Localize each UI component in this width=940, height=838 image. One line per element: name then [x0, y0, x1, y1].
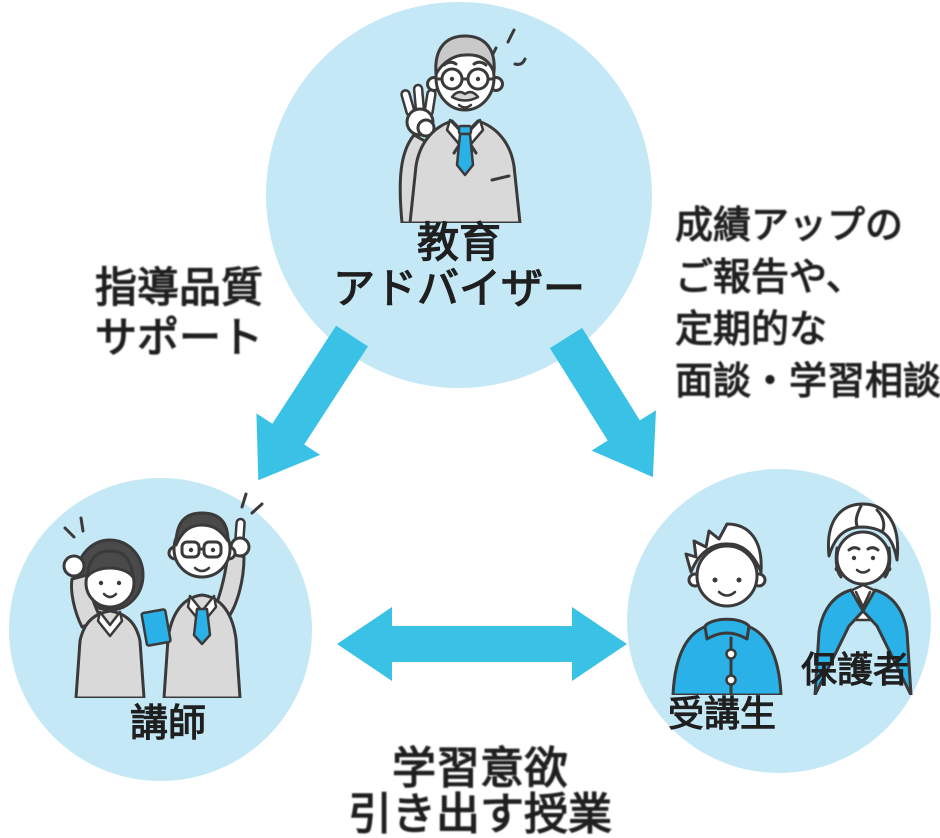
- instructor-node-circle: 講師: [9, 478, 312, 781]
- advisor-head: [426, 34, 504, 112]
- edge-label-reports-consultation: 成績アップの ご報告や、 定期的な 面談・学習相談: [675, 200, 940, 408]
- advisor-tie: [455, 132, 475, 177]
- edge-label-quality-support: 指導品質 サポート: [95, 263, 263, 363]
- edge-label-right-line3: 定期的な: [675, 309, 828, 351]
- sparkle-icon: [488, 28, 527, 66]
- advisor-mustache: [450, 90, 480, 102]
- guardian-figure: [813, 502, 913, 695]
- guardian-label: 保護者: [800, 649, 910, 690]
- student-label: 受講生: [667, 693, 777, 734]
- edge-label-right-line1: 成績アップの: [675, 205, 904, 247]
- instructor-tie: [192, 607, 212, 646]
- sparkle-icon: [63, 492, 264, 539]
- instructor-pair-icon: [62, 492, 264, 698]
- advisor-hair: [434, 34, 496, 76]
- student-figure: [671, 522, 783, 695]
- edge-label-left-line1: 指導品質: [95, 264, 264, 311]
- arrow-instructor-family-bidirectional: [337, 607, 627, 681]
- student-hair: [684, 522, 763, 574]
- instructor-label: 講師: [129, 703, 207, 745]
- edge-label-right-line4: 面談・学習相談: [675, 361, 940, 403]
- student-and-guardian-icon: [671, 502, 913, 695]
- guardian-jacket-right: [861, 588, 913, 695]
- male-instructor: [140, 511, 251, 698]
- guardian-hair: [826, 502, 900, 562]
- advisor-ok-sign-icon: [398, 28, 527, 223]
- advisor-node-circle: 教育 アドバイザー: [266, 2, 652, 388]
- female-instructor: [62, 538, 146, 698]
- edge-label-bottom-line1: 学習意欲: [392, 744, 568, 793]
- edge-label-bottom-line2: 引き出す授業: [348, 790, 612, 838]
- ok-hand-icon: [400, 83, 437, 138]
- advisor-body: [408, 118, 522, 223]
- advisor-label-line2: アドバイザー: [332, 265, 586, 312]
- family-node-circle: 受講生 保護者: [627, 469, 931, 773]
- advisor-label: 教育 アドバイザー: [333, 220, 585, 312]
- edge-label-left-line2: サポート: [95, 314, 264, 361]
- student-collar: [703, 617, 751, 641]
- blue-folder-icon: [140, 608, 172, 647]
- guardian-jacket-left: [813, 588, 865, 695]
- advisor-label-line1: 教育: [416, 219, 502, 266]
- male-instructor-hair: [174, 511, 230, 547]
- edge-label-motivating-lessons: 学習意欲 引き出す授業: [348, 746, 612, 838]
- edge-label-right-line2: ご報告や、: [675, 257, 864, 299]
